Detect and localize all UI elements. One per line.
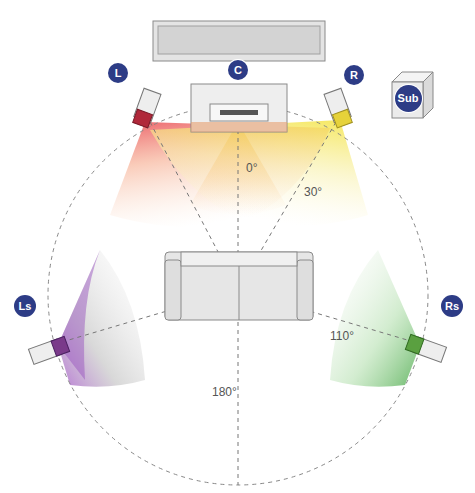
subwoofer <box>392 72 433 118</box>
angle-label: 180° <box>212 386 237 398</box>
speaker-name: Rs <box>445 301 459 312</box>
speaker-badge: Ls <box>14 295 36 317</box>
front-right-speaker <box>324 88 353 128</box>
sound-cone <box>150 120 368 226</box>
angle-guides <box>62 122 414 485</box>
tv-screen <box>153 21 325 61</box>
speaker-badge: L <box>108 63 128 83</box>
sofa <box>165 252 313 320</box>
angle-label: 30° <box>304 186 322 198</box>
speaker-name: L <box>115 68 122 79</box>
speaker-name: Ls <box>19 301 32 312</box>
center-speaker <box>191 84 287 132</box>
speaker-name: Sub <box>398 93 419 104</box>
sound-cone <box>58 250 145 387</box>
sound-cone <box>330 250 420 387</box>
listening-circle <box>48 105 428 485</box>
speaker-name: C <box>234 65 242 76</box>
sound-cone <box>58 250 100 380</box>
angle-label: 110° <box>330 330 354 342</box>
speaker-badge: Rs <box>441 295 463 317</box>
speaker-name: R <box>350 70 358 81</box>
speaker-badge: Sub <box>395 85 422 112</box>
surround-left-speaker <box>28 336 69 364</box>
speaker-badge: R <box>344 65 364 85</box>
speaker-badge: C <box>228 60 248 80</box>
surround-right-speaker <box>405 334 446 362</box>
angle-label: 0° <box>246 162 257 174</box>
front-left-speaker <box>132 88 161 128</box>
